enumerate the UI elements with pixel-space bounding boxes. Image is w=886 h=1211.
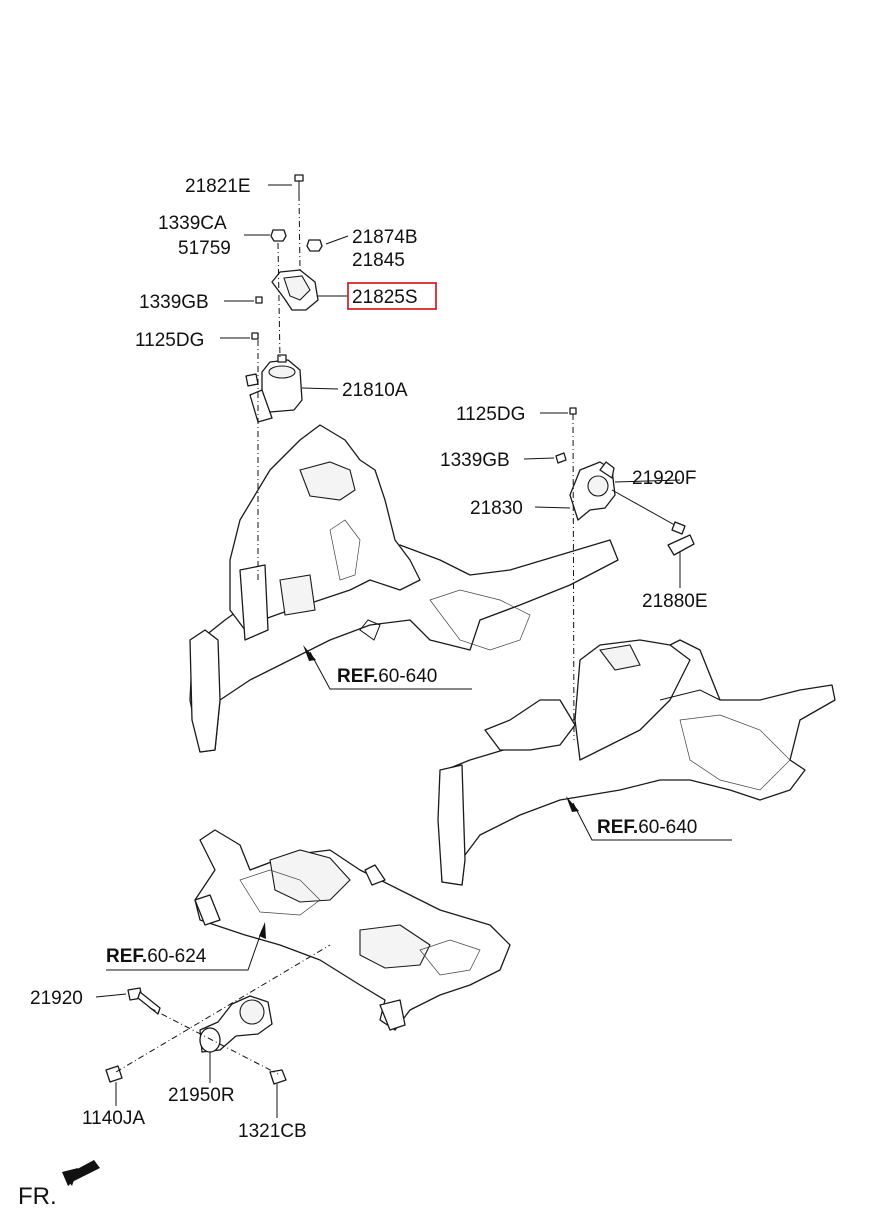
label-21880E[interactable]: 21880E [642,591,708,612]
label-21845[interactable]: 21845 [352,250,405,271]
subframe-drawing [194,829,511,1031]
ref-60-640-lower[interactable]: REF.60-640 [597,817,697,838]
front-label: FR. [18,1183,57,1210]
label-1125DG-upper[interactable]: 1125DG [135,330,204,351]
label-1339GB-upper[interactable]: 1339GB [139,292,209,313]
label-21830[interactable]: 21830 [470,498,523,519]
engine-mount-assembly-drawing [245,174,323,580]
label-21810A[interactable]: 21810A [342,380,408,401]
ref-60-624[interactable]: REF.60-624 [106,946,207,967]
part-labels: 21821E 1339CA 51759 21874B 21845 21825S … [30,176,708,1142]
transmission-mount-assembly-drawing [555,407,695,741]
label-21920[interactable]: 21920 [30,988,83,1009]
label-51759[interactable]: 51759 [178,238,231,259]
roll-rod-mount-drawing [105,944,331,1085]
label-21825S[interactable]: 21825S [352,287,418,308]
leader-lines [95,184,732,1118]
label-1339GB-right[interactable]: 1339GB [440,450,510,471]
left-side-member-drawing [189,424,619,753]
label-1140JA[interactable]: 1140JA [82,1108,145,1129]
label-21874B[interactable]: 21874B [352,227,418,248]
label-1125DG-right[interactable]: 1125DG [456,404,525,425]
ref-60-640-upper[interactable]: REF.60-640 [337,666,437,687]
label-1339CA[interactable]: 1339CA [158,213,227,234]
label-1321CB[interactable]: 1321CB [238,1121,307,1142]
front-direction-indicator: FR. [18,1160,100,1210]
right-side-member-drawing [437,639,836,886]
label-21950R[interactable]: 21950R [168,1085,235,1106]
label-21821E[interactable]: 21821E [185,176,251,197]
highlight-box [347,282,437,310]
reference-labels: REF.60-640 REF.60-640 REF.60-624 [106,666,697,967]
label-21920F[interactable]: 21920F [632,468,696,489]
